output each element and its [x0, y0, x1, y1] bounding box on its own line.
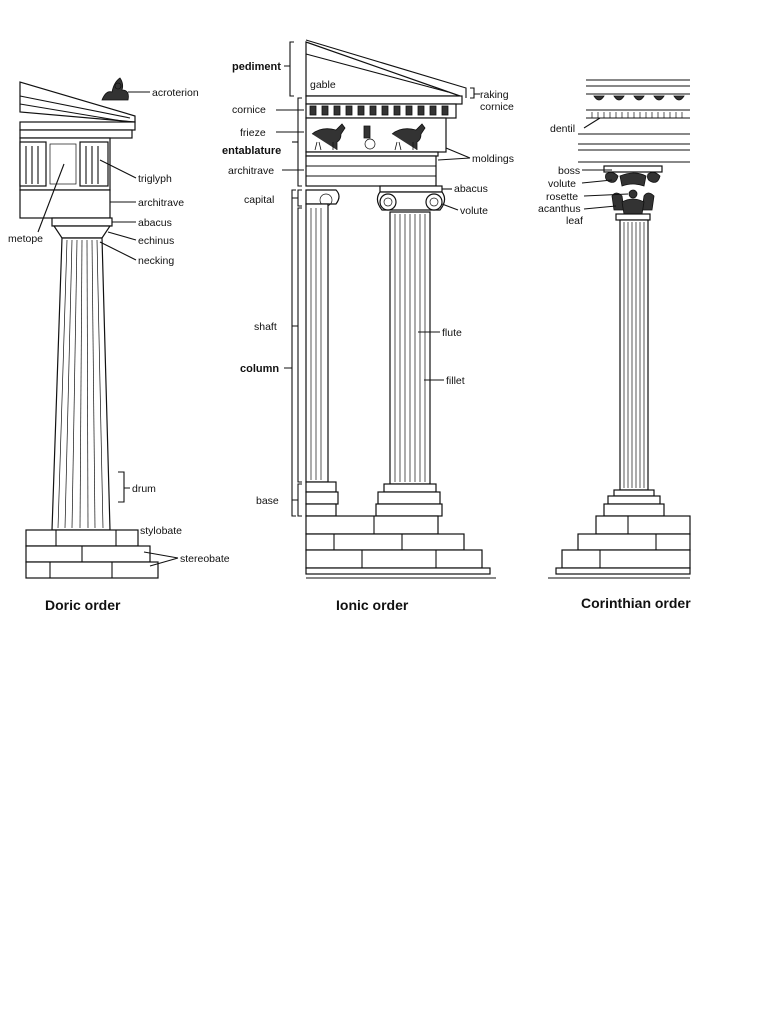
ionic-order-title: Ionic order	[336, 597, 409, 613]
corinthian-base	[603, 489, 665, 517]
label-frieze: frieze	[240, 127, 266, 139]
doric-order: acroterion triglyph architrave metope ab…	[8, 77, 230, 613]
ionic-column-left	[305, 189, 340, 517]
label-ionic-architrave: architrave	[228, 165, 274, 177]
doric-stylobate	[25, 529, 139, 547]
bracket-entablature	[297, 97, 302, 187]
corinthian-capital	[603, 165, 663, 221]
label-doric-architrave: architrave	[138, 197, 184, 209]
label-stylobate: stylobate	[140, 525, 182, 537]
frieze-chariot	[363, 125, 376, 150]
corinthian-step-2	[561, 549, 691, 569]
label-cornice: cornice	[232, 104, 266, 116]
label-flute: flute	[442, 327, 462, 339]
doric-echinus	[52, 225, 112, 239]
corinthian-dentils	[591, 95, 685, 118]
label-column: column	[240, 363, 279, 375]
corinthian-stylobate	[595, 515, 691, 535]
label-corinthian-volute: volute	[548, 178, 576, 190]
corinthian-step-3	[555, 567, 691, 575]
label-capital: capital	[244, 194, 274, 206]
ionic-step-2	[305, 549, 483, 569]
label-entablature: entablature	[222, 145, 281, 157]
corinthian-order-title: Corinthian order	[581, 595, 691, 611]
label-stereobate: stereobate	[180, 553, 230, 565]
doric-abacus	[51, 217, 113, 227]
doric-architrave	[19, 189, 111, 219]
ionic-step-3	[305, 567, 491, 575]
ionic-volute-right	[425, 193, 443, 211]
label-raking-cornice: cornice	[480, 101, 514, 113]
label-acroterion: acroterion	[152, 87, 199, 99]
bracket-column	[284, 189, 296, 517]
triglyph-block-1	[19, 141, 47, 187]
label-acanthus: acanthus	[538, 203, 581, 215]
ionic-stylobate	[305, 515, 439, 535]
doric-order-title: Doric order	[45, 597, 121, 613]
label-raking: raking	[480, 89, 509, 101]
frieze-horse-1	[311, 123, 346, 151]
ionic-architrave	[305, 155, 437, 187]
bracket-pediment	[284, 41, 294, 97]
ionic-dentils	[309, 105, 449, 116]
label-leaf: leaf	[566, 215, 583, 227]
label-triglyph: triglyph	[138, 173, 172, 185]
label-echinus: echinus	[138, 235, 174, 247]
triglyph-block-2	[79, 141, 109, 187]
label-necking: necking	[138, 255, 174, 267]
label-gable: gable	[310, 79, 336, 91]
ionic-base	[383, 483, 437, 493]
label-ionic-abacus: abacus	[454, 183, 488, 195]
label-drum: drum	[132, 483, 156, 495]
ionic-order: pediment gable raking cornice cornice fr…	[222, 39, 514, 613]
frieze-horse-2	[391, 123, 426, 151]
label-dentil: dentil	[550, 123, 575, 135]
acroterion-ornament	[101, 77, 129, 101]
label-shaft: shaft	[254, 321, 277, 333]
ionic-volute-left	[379, 193, 397, 211]
corinthian-step-1	[577, 533, 691, 551]
ionic-cornice	[305, 95, 463, 105]
ionic-step-1	[305, 533, 465, 551]
doric-stereobate-step-1	[25, 545, 151, 563]
label-fillet: fillet	[446, 375, 465, 387]
ionic-column-right	[375, 185, 446, 517]
label-ionic-volute: volute	[460, 205, 488, 217]
label-boss: boss	[558, 165, 580, 177]
doric-stereobate-step-2	[25, 561, 159, 579]
label-doric-abacus: abacus	[138, 217, 172, 229]
label-pediment: pediment	[232, 61, 281, 73]
label-rosette: rosette	[546, 191, 578, 203]
metope-panel	[49, 143, 77, 185]
corinthian-entablature	[578, 79, 690, 163]
label-moldings: moldings	[472, 153, 514, 165]
label-base: base	[256, 495, 279, 507]
doric-cornice	[19, 121, 136, 131]
corinthian-order: dentil boss volute rosette acanthus leaf…	[538, 79, 691, 611]
label-metope: metope	[8, 233, 43, 245]
ionic-abacus	[379, 185, 443, 193]
